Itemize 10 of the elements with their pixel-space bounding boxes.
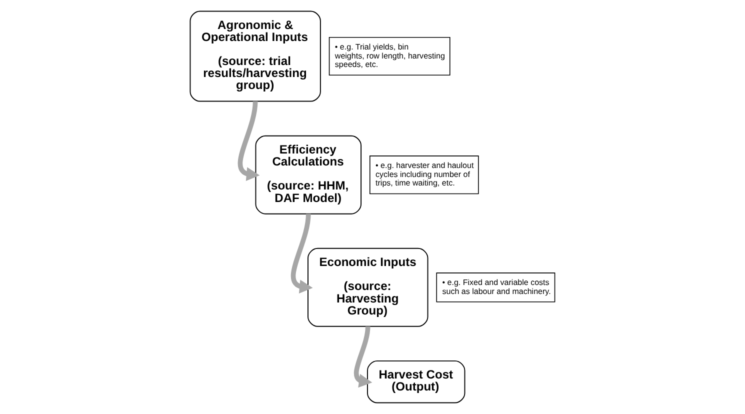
node-box: • e.g. Fixed and variable costs such as labour and machinery. <box>436 272 556 302</box>
node-box: • e.g. harvester and haulout cycles including number of trips, time waiting, etc. <box>369 156 479 194</box>
arrow <box>290 214 313 294</box>
node-box: Harvest Cost (Output) <box>367 360 466 404</box>
arrow <box>354 326 372 388</box>
node-box: Efficiency Calculations (source: HHM, DAF Model) <box>255 135 362 214</box>
node-box: • e.g. Trial yields, bin weights, row length, harvesting speeds, etc. <box>328 36 450 76</box>
node-box: Agronomic & Operational Inputs (source: trial results/harvesting group) <box>190 10 321 102</box>
arrow <box>238 101 260 182</box>
node-box: Economic Inputs (source: Harvesting Group) <box>308 248 428 327</box>
